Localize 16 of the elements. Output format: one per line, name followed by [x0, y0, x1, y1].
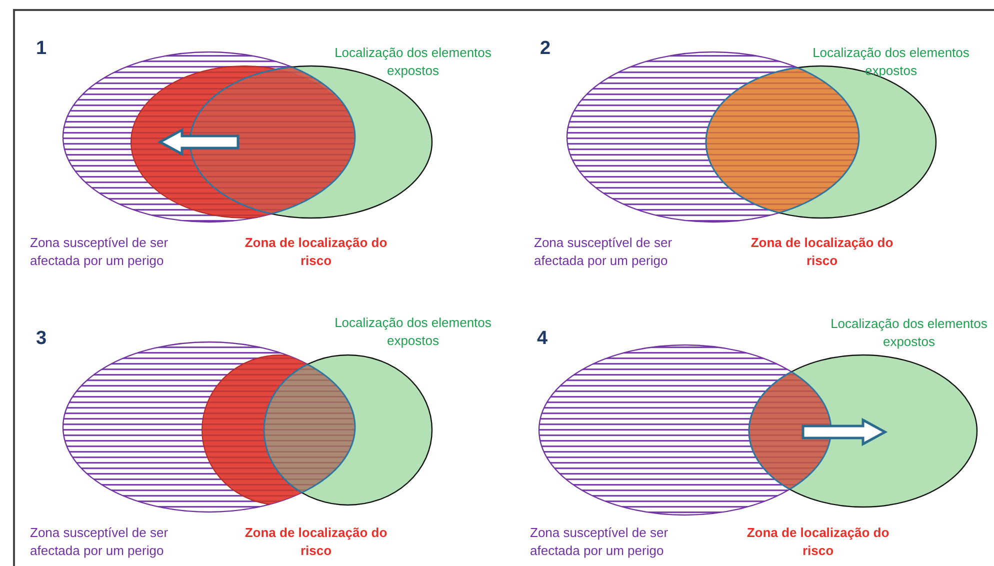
panel-number: 2: [540, 38, 551, 60]
panel-number: 3: [36, 328, 47, 350]
panel-number: 1: [36, 38, 47, 60]
risk-zone-label: Zona de localização do risco: [746, 524, 890, 560]
exposed-elements-label: Localização dos elementos expostos: [334, 44, 492, 80]
hazard-zone-label: Zona susceptível de ser afectada por um perigo: [30, 234, 170, 270]
risk-zone-label: Zona de localização do risco: [244, 524, 388, 560]
risk-zone-label: Zona de localização do risco: [244, 234, 388, 270]
hazard-zone-label: Zona susceptível de ser afectada por um perigo: [530, 524, 670, 560]
hazard-zone-label: Zona susceptível de ser afectada por um perigo: [534, 234, 674, 270]
exposed-elements-label: Localização dos elementos expostos: [830, 315, 988, 351]
exposed-elements-label: Localização dos elementos expostos: [334, 314, 492, 350]
hazard-zone-label: Zona susceptível de ser afectada por um perigo: [30, 524, 170, 560]
risk-zone-label: Zona de localização do risco: [750, 234, 894, 270]
exposed-elements-label: Localização dos elementos expostos: [812, 44, 970, 80]
panel-number: 4: [537, 328, 548, 350]
